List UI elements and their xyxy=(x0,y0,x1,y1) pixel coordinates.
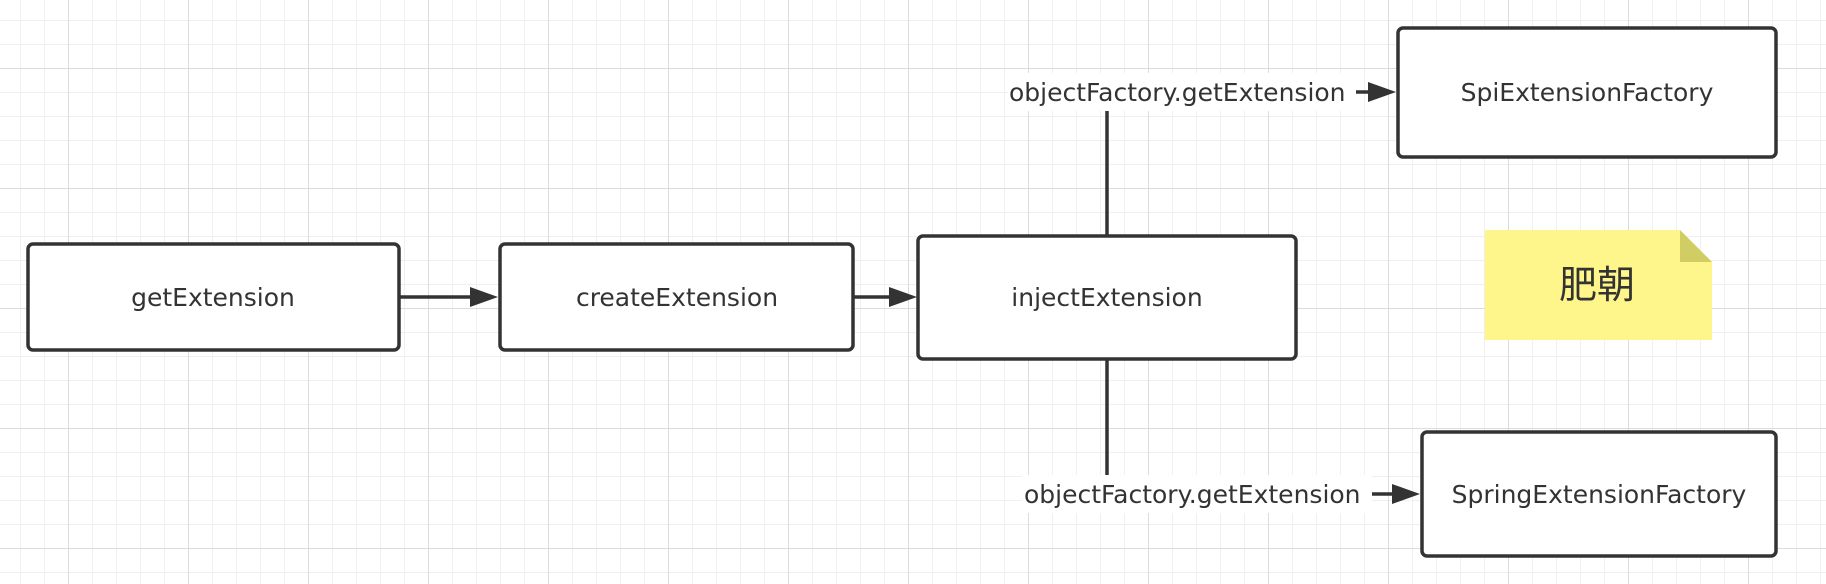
node-label: SpringExtensionFactory xyxy=(1452,480,1747,509)
edge-create-to-inject xyxy=(854,287,917,307)
note-fold-icon xyxy=(1680,230,1712,262)
arrowhead-icon xyxy=(1368,82,1396,102)
node-spi-extension-factory[interactable]: SpiExtensionFactory xyxy=(1396,26,1778,159)
node-label: createExtension xyxy=(576,283,778,312)
node-label: injectExtension xyxy=(1011,283,1202,312)
arrowhead-icon xyxy=(470,287,498,307)
node-inject-extension[interactable]: injectExtension xyxy=(916,234,1298,361)
edge-label-background xyxy=(1008,73,1356,111)
edge-inject-to-spi: objectFactory.getExtension xyxy=(1008,73,1396,236)
node-label: getExtension xyxy=(131,283,295,312)
node-label: SpiExtensionFactory xyxy=(1461,78,1714,107)
arrowhead-icon xyxy=(1392,484,1420,504)
edge-inject-to-spring: objectFactory.getExtension xyxy=(1022,359,1420,513)
sticky-note[interactable]: 肥朝 xyxy=(1485,230,1712,340)
sticky-note-text: 肥朝 xyxy=(1559,263,1635,307)
node-spring-extension-factory[interactable]: SpringExtensionFactory xyxy=(1420,430,1778,558)
edge-get-to-create xyxy=(400,287,498,307)
node-get-extension[interactable]: getExtension xyxy=(26,242,401,352)
edge-label-to-spring: objectFactory.getExtension xyxy=(1024,480,1361,509)
node-create-extension[interactable]: createExtension xyxy=(498,242,855,352)
edge-label-to-spi: objectFactory.getExtension xyxy=(1009,78,1346,107)
edge-label-background xyxy=(1022,475,1372,513)
sticky-note-body xyxy=(1485,230,1712,340)
arrowhead-icon xyxy=(889,287,917,307)
